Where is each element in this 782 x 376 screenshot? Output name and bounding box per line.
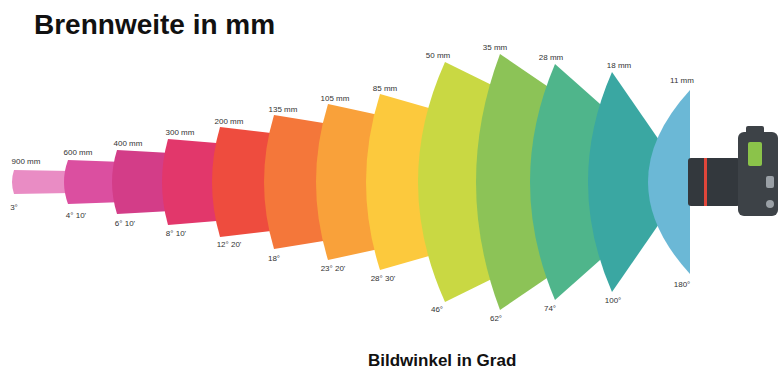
camera-dial [766,200,774,208]
focal-length-label: 28 mm [539,53,563,62]
angle-label: 18° [268,254,280,263]
angle-label: 23° 20' [321,264,346,273]
camera-button [766,176,774,188]
angle-label: 6° 10' [115,219,135,228]
angle-label: 3° [10,203,18,212]
focal-length-label: 35 mm [483,43,507,52]
angle-label: 12° 20' [217,240,242,249]
lens-ring [704,158,707,206]
camera-lens [688,158,740,206]
camera-icon [688,126,778,216]
angle-label: 62° [490,314,502,323]
focal-length-label: 900 mm [12,157,41,166]
camera-screen [748,142,762,166]
angle-label: 74° [544,304,556,313]
camera-body [738,132,778,216]
angle-label: 8° 10' [166,229,186,238]
wedge-50mm [418,62,688,302]
focal-length-label: 11 mm [670,76,694,85]
axis-caption: Bildwinkel in Grad [368,350,516,372]
focal-length-label: 105 mm [321,94,350,103]
wedge-11mm [648,90,690,274]
focal-length-label: 50 mm [426,51,450,60]
angle-label: 28° 30' [371,274,396,283]
focal-length-label: 300 mm [166,128,195,137]
focal-length-label: 18 mm [607,61,631,70]
focal-length-label: 200 mm [215,117,244,126]
angle-label: 180° [674,280,691,289]
focal-length-label: 135 mm [269,105,298,114]
title: Brennweite in mm [34,8,275,42]
angle-label: 100° [605,296,622,305]
camera-top [746,126,764,134]
focal-length-label: 85 mm [373,84,397,93]
angle-label: 46° [431,305,443,314]
focal-length-label: 600 mm [64,148,93,157]
view-wedges [12,54,690,310]
angle-label: 4° 10' [66,211,86,220]
focal-length-label: 400 mm [114,139,143,148]
